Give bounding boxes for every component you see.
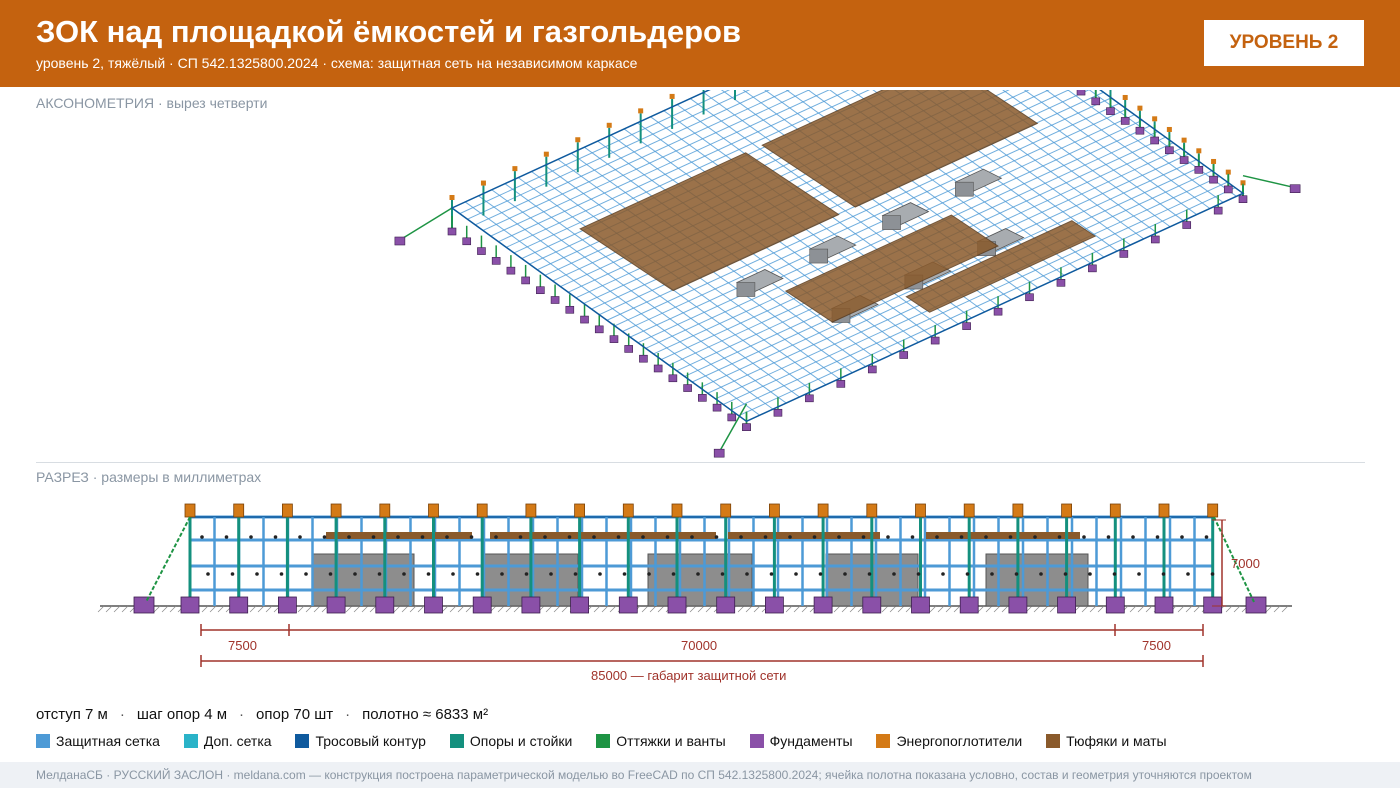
dimension-lines: 7000 7500 70000 7500 85000 — габарит защ…: [200, 519, 1260, 683]
dim-span: 70000: [681, 638, 717, 653]
stat-area: полотно ≈ 6833 м²: [362, 706, 489, 723]
swatch: [1046, 734, 1061, 748]
dim-left-offset: 7500: [228, 638, 257, 653]
page-title: ЗОК над площадкой ёмкостей и газгольдеро…: [36, 14, 742, 49]
section-structure: [97, 503, 1292, 614]
header-bar: ЗОК над площадкой ёмкостей и газгольдеро…: [0, 0, 1400, 87]
stat-supports: опор 70 шт: [256, 706, 334, 723]
swatch: [295, 734, 310, 748]
legend-item-foundations: Фундаменты: [749, 733, 853, 749]
legend-item-supports: Опоры и стойки: [449, 733, 572, 749]
stats-line: отступ 7 м·шаг опор 4 м·опор 70 шт·полот…: [36, 706, 489, 723]
dim-total: 85000 — габарит защитной сети: [591, 668, 786, 683]
swatch: [749, 734, 764, 748]
level-badge: УРОВЕНЬ 2: [1204, 20, 1364, 66]
legend-item-cable-contour: Тросовый контур: [295, 733, 426, 749]
stat-pitch: шаг опор 4 м: [136, 706, 228, 723]
dim-height: 7000: [1231, 556, 1260, 571]
axonometry-view: [394, 90, 1301, 458]
legend: Защитная сетка Доп. сетка Тросовый конту…: [36, 733, 1187, 751]
swatch: [449, 734, 464, 748]
legend-item-protective-mesh: Защитная сетка: [36, 733, 160, 749]
section-label: РАЗРЕЗ · размеры в миллиметрах: [36, 469, 262, 485]
swatch: [183, 734, 198, 748]
legend-item-mats: Тюфяки и маты: [1046, 733, 1167, 749]
footer-text: МелданаСБ · РУССКИЙ ЗАСЛОН · meldana.com…: [36, 768, 1252, 782]
section-view: 7000 7500 70000 7500 85000 — габарит защ…: [97, 503, 1292, 683]
legend-item-extra-mesh: Доп. сетка: [183, 733, 272, 749]
legend-item-energy-absorbers: Энергопоглотители: [876, 733, 1022, 749]
axonometry-label: АКСОНОМЕТРИЯ · вырез четверти: [36, 95, 268, 111]
stat-offset: отступ 7 м: [36, 706, 108, 723]
page-subtitle: уровень 2, тяжёлый · СП 542.1325800.2024…: [36, 55, 638, 71]
swatch: [36, 734, 50, 748]
swatch: [876, 734, 891, 748]
footer: МелданаСБ · РУССКИЙ ЗАСЛОН · meldana.com…: [0, 762, 1400, 788]
section-divider: [36, 462, 1365, 463]
legend-item-guys: Оттяжки и ванты: [596, 733, 726, 749]
swatch: [596, 734, 611, 748]
dim-right-offset: 7500: [1142, 638, 1171, 653]
